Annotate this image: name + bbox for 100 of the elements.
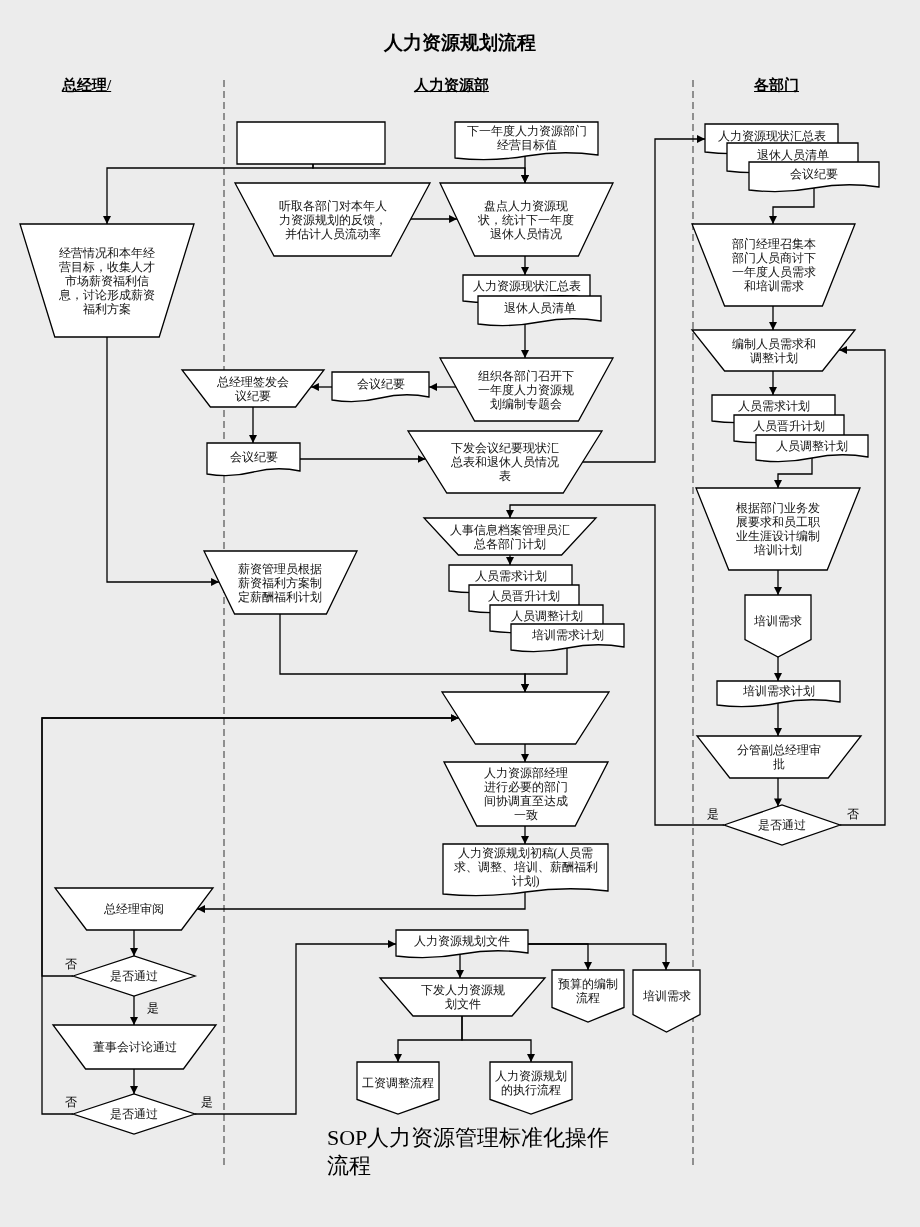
offpage-connector (633, 970, 700, 1032)
arrow (521, 646, 568, 693)
process-trapezoid (440, 183, 613, 256)
step-text: 部门经理召集本部门人员商讨下一年度人员需求和培训需求 (730, 237, 817, 293)
process-trapezoid (380, 978, 545, 1016)
document-box (511, 624, 624, 652)
arrow (194, 940, 397, 1115)
arrow (299, 455, 427, 463)
step-text: 培训需求 (642, 989, 691, 1003)
process-trapezoid (55, 888, 213, 930)
step-text: 人员调整计划 (776, 438, 848, 453)
process-trapezoid (692, 224, 855, 306)
offpage-connector (357, 1062, 439, 1114)
edge-label: 否 (64, 1096, 78, 1109)
document-box (455, 122, 598, 160)
document-box (717, 681, 840, 707)
caption: SOP人力资源管理标准化操作流程 (327, 1124, 611, 1180)
edge-label: 否 (64, 958, 78, 971)
step-text: 会议纪要 (229, 449, 278, 464)
arrow (521, 255, 529, 276)
arrow (428, 383, 457, 391)
step-text: 人力资源部经理进行必要的部门间协调直至达成一致 (483, 766, 569, 822)
lane-heading: 各部门 (754, 76, 799, 95)
arrow (521, 154, 529, 184)
step-text: 是否通过 (758, 818, 806, 832)
step-text: 培训需求计划 (531, 628, 604, 642)
document-box (756, 435, 868, 462)
offpage-connector (745, 595, 811, 657)
document-box (396, 930, 528, 958)
edge-label: 是 (146, 1002, 160, 1015)
decision-diamond (724, 805, 840, 845)
step-text: 下一年度人力资源部门经营目标值 (465, 124, 588, 152)
step-text: 是否通过 (110, 1107, 158, 1121)
arrow (774, 777, 782, 808)
process-trapezoid (408, 431, 602, 493)
process-trapezoid (424, 518, 596, 555)
step-text: 培训需求计划 (742, 684, 815, 698)
arrow (106, 336, 220, 586)
arrow (774, 701, 782, 737)
process-trapezoid (692, 330, 855, 371)
arrow (310, 383, 333, 391)
step-text: 会议纪要 (356, 377, 405, 391)
arrow (521, 743, 529, 763)
step-text: 是否通过 (110, 969, 158, 983)
process-trapezoid (20, 224, 194, 337)
step-text: 人员晋升计划 (488, 589, 560, 603)
document-box (332, 372, 429, 402)
process-box (237, 122, 385, 164)
document-box (749, 162, 879, 192)
step-text: 人力资源规划文件 (414, 934, 510, 948)
process-trapezoid (442, 692, 609, 744)
step-text: 总经理审阅 (104, 902, 164, 916)
arrow (456, 952, 464, 979)
step-text: 经营情况和本年经营目标，收集人才市场薪资福利信息，讨论形成薪资福利方案 (58, 245, 156, 316)
step-text: 根据部门业务发展要求和员工职业生涯设计编制培训计划 (735, 501, 821, 557)
arrow (196, 890, 526, 913)
process-trapezoid (697, 736, 861, 778)
document-box (478, 296, 601, 326)
process-trapezoid (440, 358, 613, 421)
step-text: 退休人员清单 (756, 148, 829, 162)
step-text: 人员需求计划 (737, 399, 810, 413)
step-text: 预算的编制流程 (557, 977, 619, 1005)
step-text: 会议纪要 (790, 167, 838, 181)
step-text: 薪资管理员根据薪资福利方案制定薪酬福利计划 (237, 561, 324, 604)
arrow (461, 1015, 535, 1063)
step-text: 人员晋升计划 (753, 419, 825, 433)
arrow (774, 456, 813, 489)
arrow (769, 186, 815, 225)
document-box (443, 844, 608, 896)
arrow (774, 656, 782, 682)
arrow (769, 305, 777, 331)
arrow (774, 569, 782, 596)
step-text: 人力资源现状汇总表 (717, 129, 826, 143)
step-text: 总经理签发会议纪要 (216, 374, 290, 403)
step-text: 退休人员清单 (503, 301, 576, 315)
document-box (207, 443, 300, 476)
process-trapezoid (235, 183, 430, 256)
arrow (410, 215, 458, 223)
step-text: 组织各部门召开下一年度人力资源规划编制专题会 (477, 368, 576, 411)
arrow (130, 995, 138, 1026)
arrow (769, 370, 777, 396)
step-text: 编制人员需求和调整计划 (730, 336, 817, 365)
process-trapezoid (53, 1025, 216, 1069)
arrow (527, 943, 670, 971)
process-trapezoid (204, 551, 357, 614)
step-text: 下发人力资源规划文件 (419, 983, 506, 1011)
edge-label: 是 (200, 1096, 214, 1109)
lane-heading: 总经理/ (62, 76, 112, 95)
offpage-connector (552, 970, 624, 1022)
diagram-title: 人力资源规划流程 (383, 31, 537, 55)
arrow (249, 406, 257, 444)
arrow (130, 929, 138, 957)
arrow (838, 346, 886, 826)
process-trapezoid (444, 762, 608, 826)
step-text: 人力资源规划的执行流程 (494, 1069, 568, 1097)
lane-heading: 人力资源部 (414, 76, 489, 95)
step-text: 听取各部门对本年人力资源规划的反馈，并估计人员流动率 (277, 198, 388, 241)
step-text: 培训需求 (754, 614, 802, 628)
arrow (521, 825, 529, 845)
step-text: 工资调整流程 (362, 1076, 434, 1090)
